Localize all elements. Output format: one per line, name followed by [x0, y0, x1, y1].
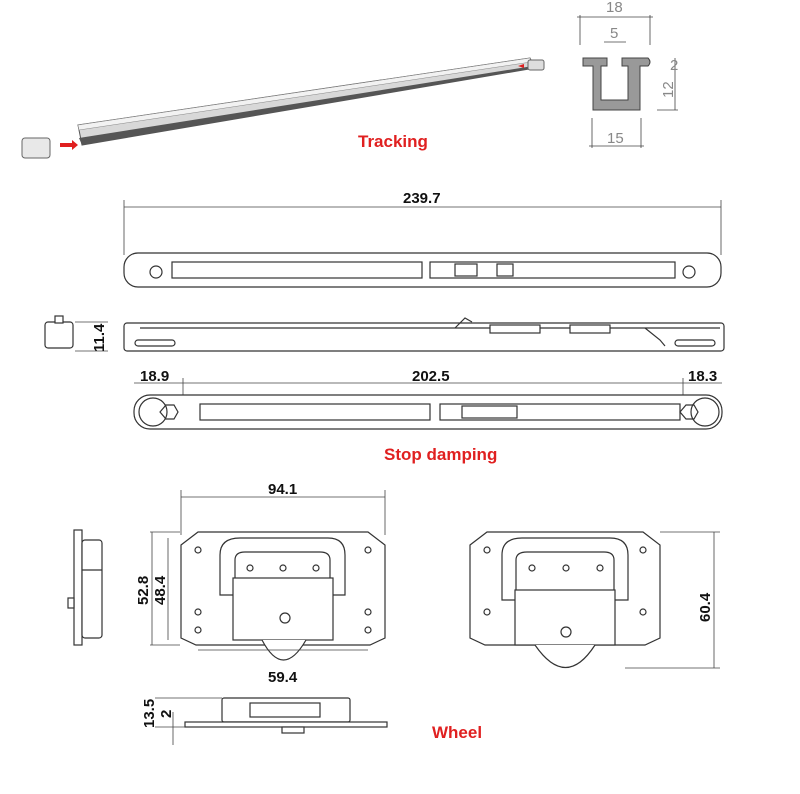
- arrow-icon: [60, 140, 78, 150]
- dim-rail-length: 239.7: [403, 190, 441, 207]
- wheel-back-view: [469, 531, 720, 669]
- dim-wheel-height-outer: 52.8: [135, 576, 152, 605]
- profile-section: [577, 15, 678, 148]
- rail-bottom-view: [133, 378, 723, 430]
- dim-rail-middle: 202.5: [412, 368, 450, 385]
- dim-wheel-plate: 2: [158, 710, 175, 718]
- rail-top-view: [123, 200, 722, 288]
- dim-profile-height: 12: [660, 81, 677, 98]
- wheel-front-view: [150, 490, 386, 661]
- dim-rail-left: 18.9: [140, 368, 169, 385]
- dim-wheel-thickness: 13.5: [141, 699, 158, 728]
- track-rail-illustration: [21, 57, 545, 159]
- dim-profile-lip: 2: [670, 57, 678, 74]
- dim-profile-width-bottom: 15: [607, 130, 624, 147]
- dim-wheel-height-inner: 48.4: [152, 575, 169, 605]
- label-stop-damping: Stop damping: [384, 445, 497, 464]
- dim-rail-height: 11.4: [91, 323, 108, 352]
- label-tracking: Tracking: [358, 132, 428, 151]
- dim-profile-gap: 5: [610, 25, 618, 42]
- dim-wheel-width: 94.1: [268, 481, 297, 498]
- dim-wheel-height-back: 60.4: [697, 592, 714, 622]
- arrow-icon: [518, 64, 524, 68]
- dim-profile-width-top: 18: [606, 0, 623, 16]
- wheel-side-view: [67, 529, 103, 646]
- rail-side-view: [44, 315, 725, 352]
- dim-rail-right: 18.3: [688, 368, 717, 385]
- label-wheel: Wheel: [432, 723, 482, 742]
- dim-wheel-hole-spacing: 59.4: [268, 669, 298, 686]
- wheel-bottom-view: [155, 697, 388, 745]
